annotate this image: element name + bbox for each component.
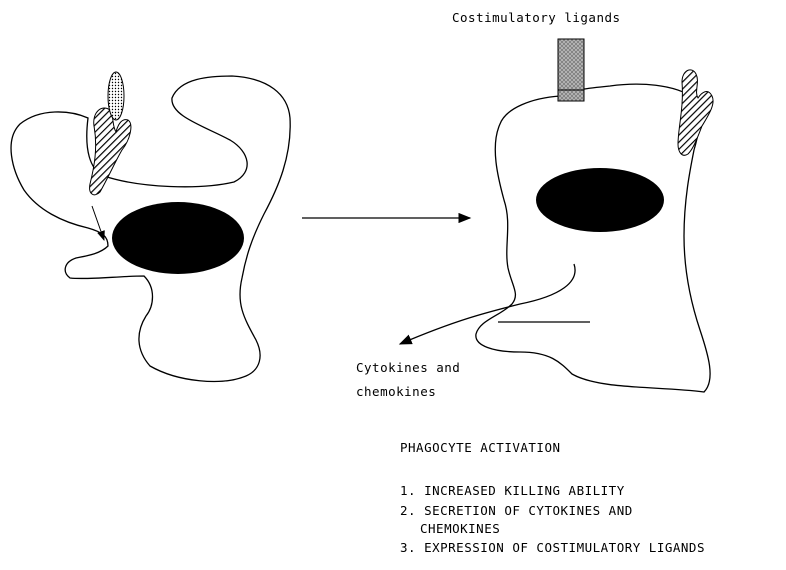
right-nucleus [536,168,664,232]
right-microbe [678,70,713,155]
activation-item-3: 3. EXPRESSION OF COSTIMULATORY LIGANDS [400,540,705,556]
internal-arrow [92,206,104,240]
activation-item-2: 2. SECRETION OF CYTOKINES AND [400,503,633,519]
dotted-particle [108,72,124,120]
activation-item-2-cont: CHEMOKINES [420,521,500,537]
secretion-arrow [400,264,575,344]
activation-title: PHAGOCYTE ACTIVATION [400,440,561,456]
left-nucleus [112,202,244,274]
cytokines-label-line1: Cytokines and [356,360,460,376]
cytokines-label-line2: chemokines [356,384,436,400]
costimulatory-ligands-label: Costimulatory ligands [452,10,621,26]
activation-item-1: 1. INCREASED KILLING ABILITY [400,483,625,499]
right-phagocyte-outline [476,84,710,392]
costimulatory-ligand-block [558,39,584,101]
